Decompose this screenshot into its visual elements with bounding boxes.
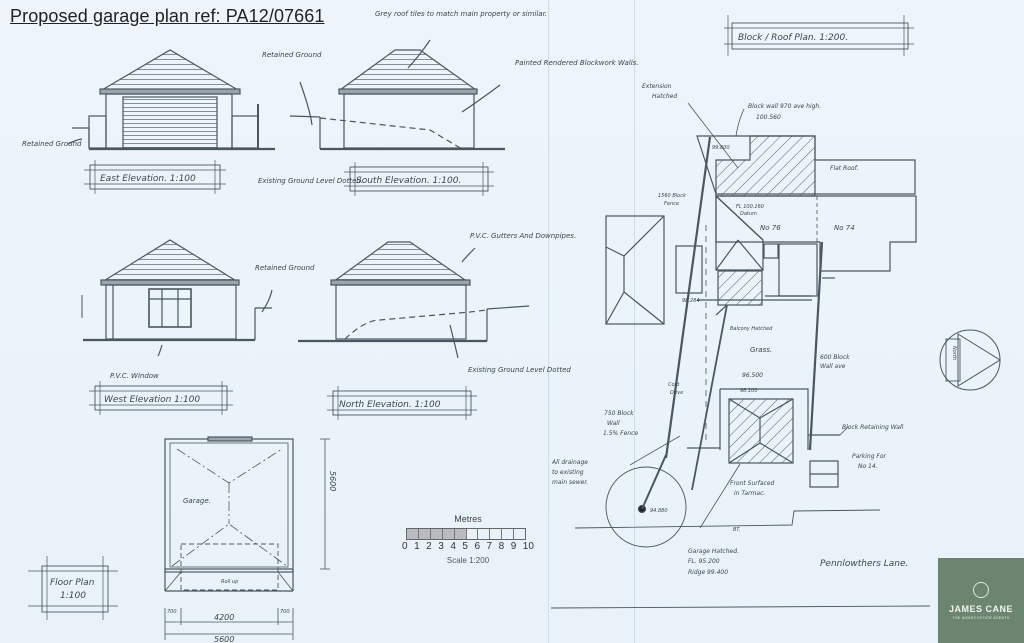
note-garage-hatched-2: FL. 95.200 bbox=[688, 558, 720, 565]
floor-plan-right-offset: 700 bbox=[280, 609, 290, 615]
scale-tick: 6 bbox=[474, 541, 481, 552]
east-note-existing-ground: Existing Ground Level Dotted. bbox=[258, 177, 363, 185]
floor-plan-label: Floor Plan bbox=[50, 578, 95, 588]
scale-bar-caption: Scale 1:200 bbox=[446, 556, 490, 565]
west-elevation bbox=[81, 239, 273, 415]
note-fl-level-2: Datum bbox=[740, 211, 757, 217]
label-house-76: No 76 bbox=[760, 224, 781, 232]
scale-tick: 7 bbox=[486, 541, 493, 552]
note-fl-level-1: FL 100.160 bbox=[736, 204, 764, 210]
logo-tagline: THE HOMES ESTATE AGENTS bbox=[952, 615, 1010, 620]
note-garage-hatched-3: Ridge 99.400 bbox=[688, 569, 728, 576]
block-plan bbox=[550, 15, 1001, 609]
note-cold-drive-2: Drive bbox=[670, 390, 683, 396]
west-elevation-label: West Elevation 1:100 bbox=[104, 395, 200, 405]
scale-tick: 2 bbox=[426, 541, 432, 552]
floor-plan bbox=[28, 436, 330, 640]
scale-bar-title: Metres bbox=[454, 514, 482, 524]
note-retaining-wall: Block Retaining Wall bbox=[842, 424, 904, 431]
scale-bar-graphic bbox=[406, 528, 526, 540]
level-99-800: 99.800 bbox=[712, 145, 730, 151]
scale-tick: 3 bbox=[438, 541, 444, 552]
north-elevation-label: North Elevation. 1:100 bbox=[339, 400, 441, 410]
south-elevation-label: South Elevation. 1:100. bbox=[356, 176, 461, 186]
level-94-880: 94.880 bbox=[650, 508, 668, 514]
scale-tick: 10 bbox=[522, 541, 534, 552]
north-arrow-label: North bbox=[951, 346, 957, 360]
scale-tick: 1 bbox=[414, 541, 420, 552]
south-note-roof-tiles: Grey roof tiles to match main property o… bbox=[375, 10, 547, 18]
south-note-walls: Painted Rendered Blockwork Walls. bbox=[515, 59, 639, 67]
north-note-gutters: P.V.C. Gutters And Downpipes. bbox=[470, 232, 576, 240]
note-cold-drive-1: Cold bbox=[668, 382, 680, 388]
scale-tick: 9 bbox=[510, 541, 517, 552]
note-parking-1: Parking For bbox=[852, 453, 887, 460]
floor-plan-room-label: Garage. bbox=[183, 497, 211, 505]
sheet-fold-line bbox=[548, 0, 549, 643]
note-garage-hatched-1: Garage Hatched. bbox=[688, 548, 739, 555]
logo-flower-icon bbox=[973, 581, 989, 598]
label-lane: Pennlowthers Lane. bbox=[820, 559, 908, 569]
level-98-100: 98.100 bbox=[740, 388, 758, 394]
floor-plan-inner-width: 4200 bbox=[214, 613, 234, 622]
west-note-retained-ground: Retained Ground bbox=[255, 264, 315, 272]
logo-name: JAMES CANE bbox=[948, 603, 1013, 614]
page-title: Proposed garage plan ref: PA12/07661 bbox=[10, 6, 325, 26]
note-flat-roof: Flat Roof. bbox=[830, 165, 859, 172]
level-96-500: 96.500 bbox=[742, 372, 763, 379]
block-plan-label: Block / Roof Plan. 1:200. bbox=[738, 33, 848, 43]
north-elevation bbox=[298, 241, 530, 420]
south-elevation bbox=[289, 39, 505, 196]
west-note-pvc-window: P.V.C. Window bbox=[110, 372, 159, 380]
east-note-retained-ground-2: Retained Ground bbox=[262, 51, 322, 59]
note-front-surfaced-2: in Tarmac. bbox=[734, 490, 765, 497]
east-elevation-label: East Elevation. 1:100 bbox=[100, 174, 196, 184]
floor-plan-scale: 1:100 bbox=[60, 591, 86, 601]
note-wall-750-1: 750 Block bbox=[604, 410, 634, 417]
scale-tick: 8 bbox=[498, 541, 505, 552]
note-extension-1: Extension bbox=[642, 83, 672, 90]
note-fence-2: Fence bbox=[664, 201, 679, 207]
note-parking-2: No 14. bbox=[858, 463, 878, 470]
floor-plan-door-note: Roll up bbox=[221, 579, 238, 585]
note-fence-1: 1560 Block bbox=[658, 193, 687, 199]
scale-tick: 4 bbox=[450, 541, 456, 552]
floor-plan-outer-width: 5600 bbox=[214, 635, 234, 643]
label-house-74: No 74 bbox=[834, 224, 855, 232]
east-elevation bbox=[67, 49, 275, 194]
note-wall-750-2: Wall bbox=[607, 420, 620, 427]
note-block-wall-1: Block wall 970 ave high. bbox=[748, 103, 821, 110]
scale-tick: 5 bbox=[462, 541, 468, 552]
sheet-fold-line bbox=[634, 0, 635, 643]
scale-tick: 0 bbox=[402, 541, 408, 552]
note-drainage-1: All drainage bbox=[551, 459, 588, 466]
note-wall-750-3: 1.5% Fence bbox=[603, 430, 638, 437]
north-note-existing-ground: Existing Ground Level Dotted bbox=[468, 366, 571, 374]
note-block-wall-2: 100.560 bbox=[756, 114, 781, 121]
east-note-retained-ground: Retained Ground bbox=[22, 140, 82, 148]
level-98-284: 98.284 bbox=[682, 298, 700, 304]
floor-plan-left-offset: 700 bbox=[167, 609, 177, 615]
agency-logo: JAMES CANE THE HOMES ESTATE AGENTS bbox=[938, 558, 1024, 643]
note-wall-600-2: Wall ave bbox=[820, 363, 846, 370]
floor-plan-depth: 5600 bbox=[328, 471, 337, 491]
note-front-surfaced-1: Front Surfaced bbox=[730, 480, 775, 487]
note-bt: BT. bbox=[733, 527, 740, 533]
scale-bar-ticks: 0 1 2 3 4 5 6 7 8 9 10 bbox=[402, 541, 534, 552]
note-drainage-2: to existing bbox=[552, 469, 584, 476]
note-balcony: Balcony Hatched bbox=[730, 326, 773, 332]
note-wall-600-1: 600 Block bbox=[820, 354, 850, 361]
note-drainage-3: main sewer. bbox=[552, 479, 588, 486]
label-grass: Grass. bbox=[750, 346, 772, 354]
note-extension-2: Hatched bbox=[652, 93, 677, 100]
scale-bar: Metres 0 1 2 3 4 5 6 7 8 9 10 Scale 1:20… bbox=[398, 514, 538, 574]
